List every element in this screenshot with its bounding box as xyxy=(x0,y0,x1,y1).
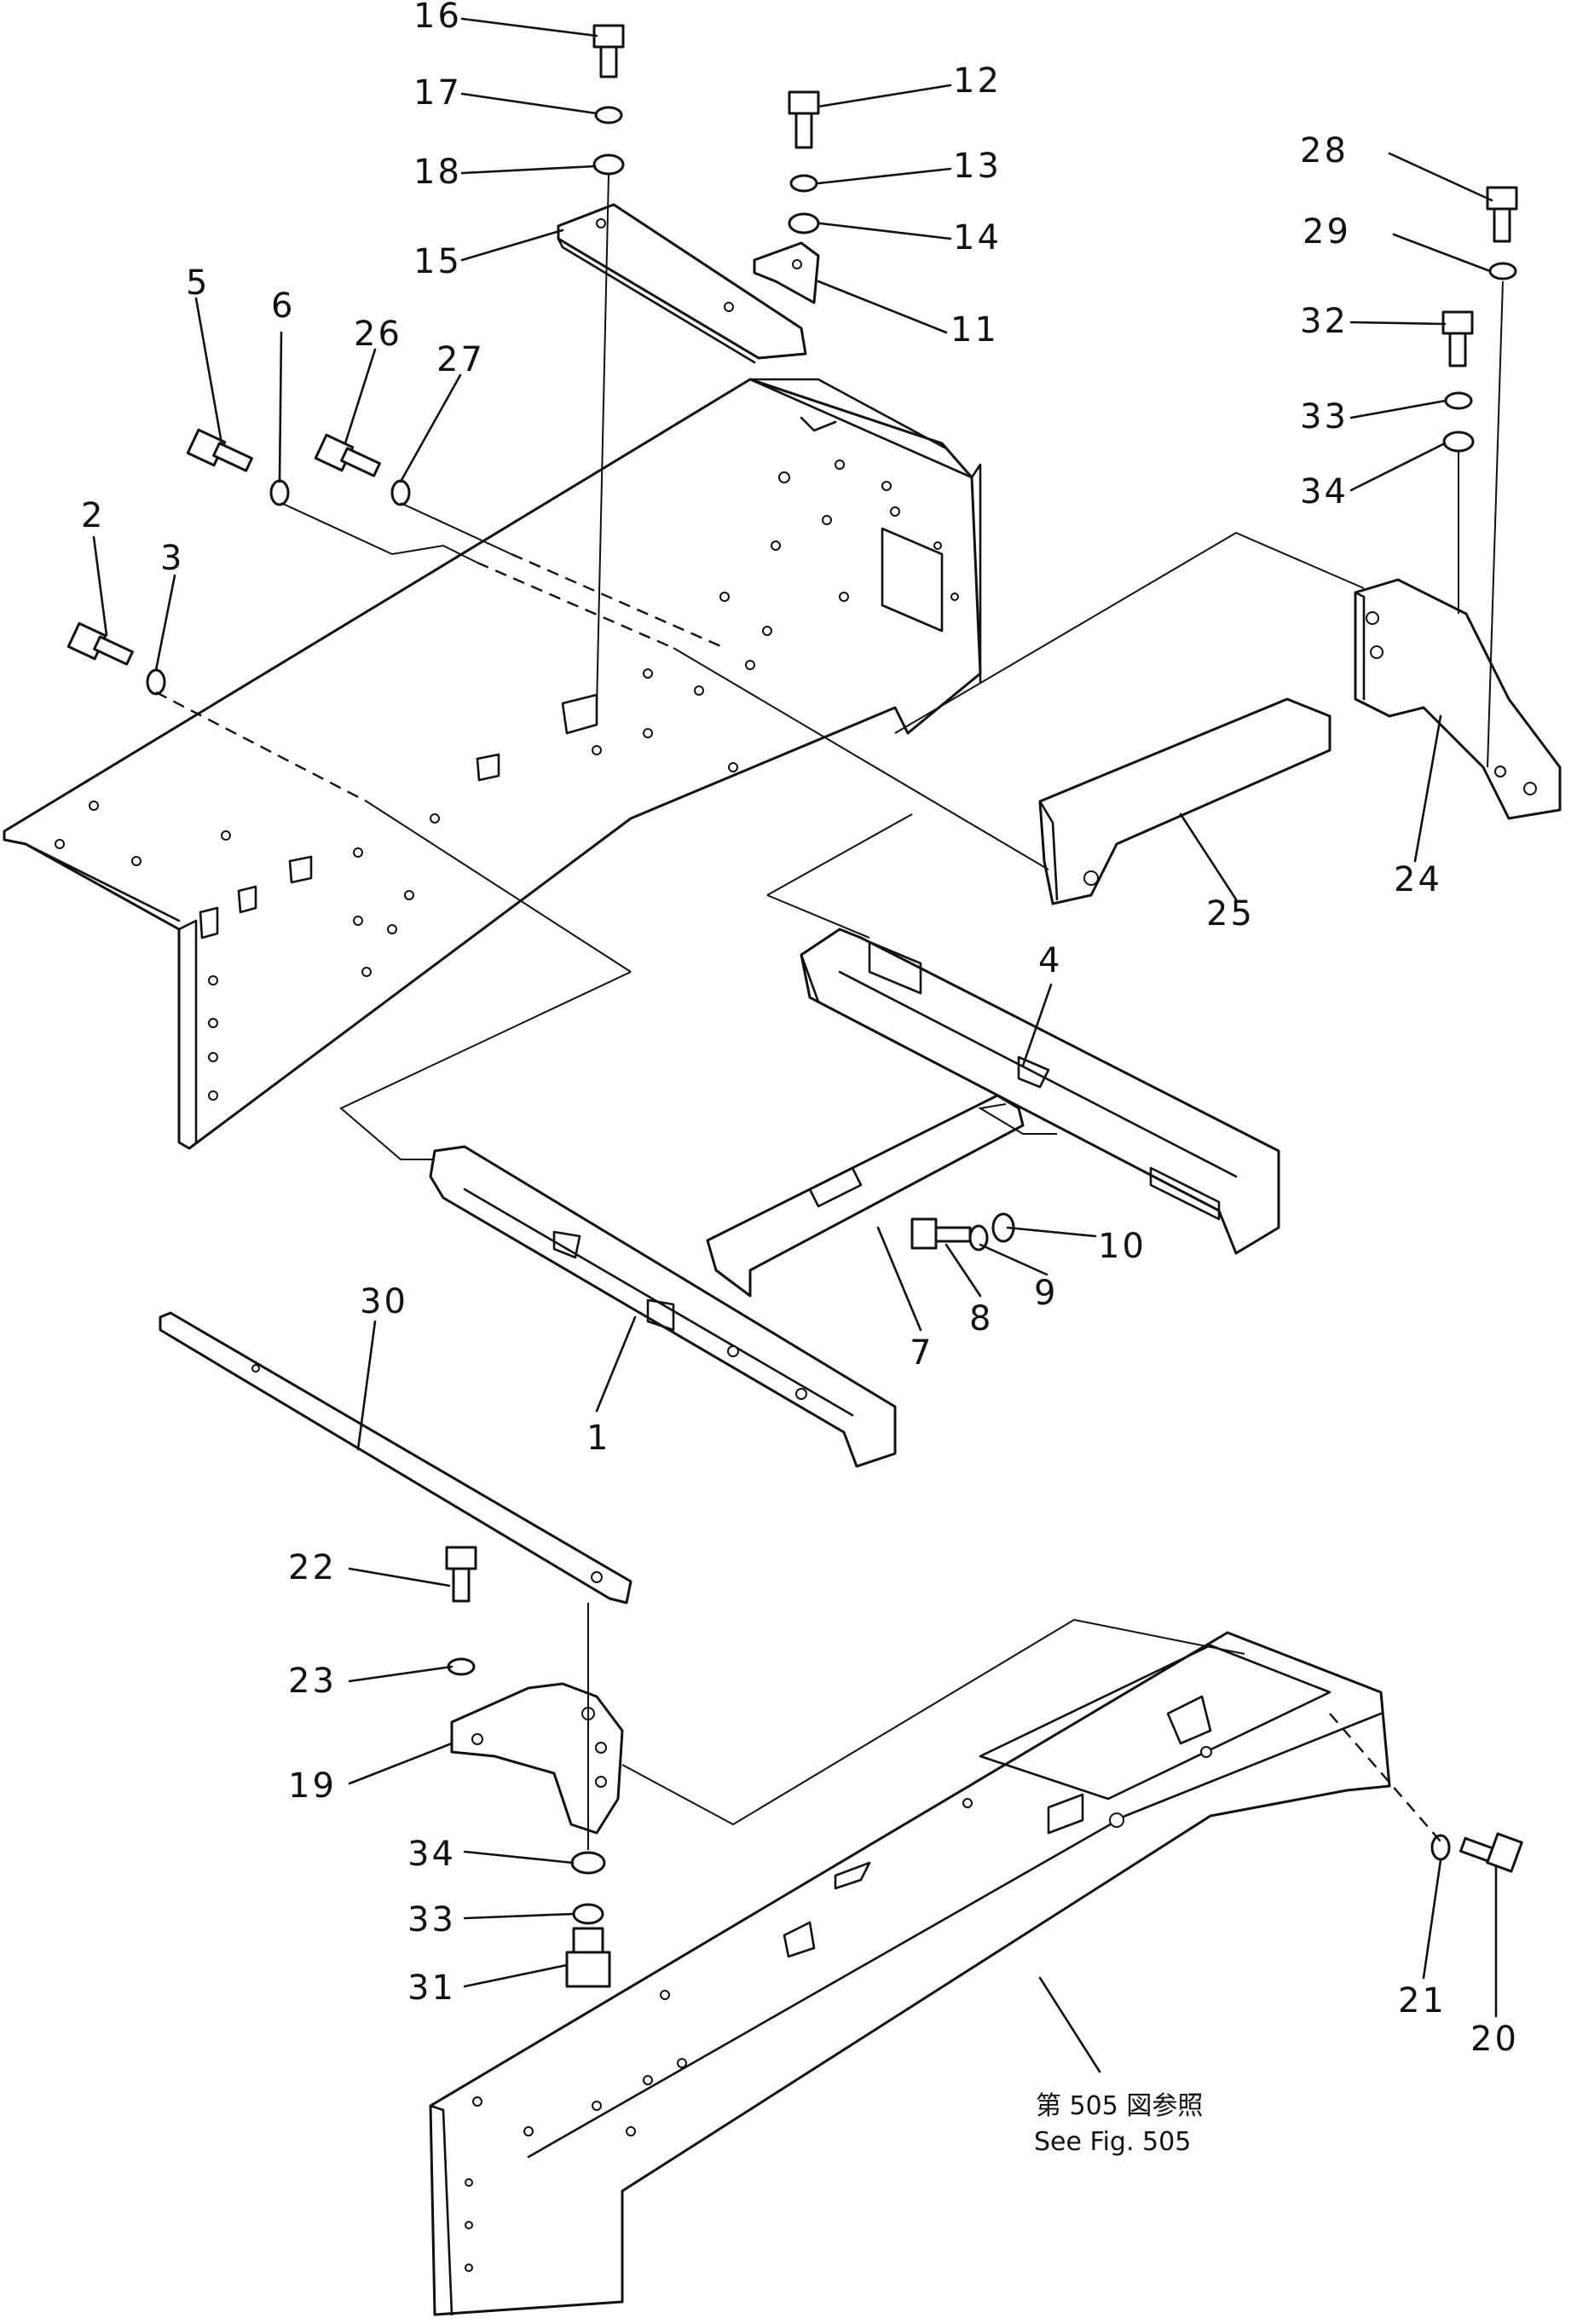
callout-19: 19 xyxy=(288,1766,337,1806)
bracket-19 xyxy=(450,1682,624,1835)
callout-23: 23 xyxy=(288,1662,337,1701)
callout-2: 2 xyxy=(81,496,105,535)
callout-21: 21 xyxy=(1398,1981,1447,2020)
callout-15: 15 xyxy=(413,242,462,281)
leader-lines xyxy=(92,17,1498,2073)
callout-7: 7 xyxy=(910,1333,933,1373)
callout-32: 32 xyxy=(1300,302,1349,341)
callout-6: 6 xyxy=(271,286,295,326)
support-25 xyxy=(1038,697,1331,905)
callout-8: 8 xyxy=(969,1299,993,1338)
callout-17: 17 xyxy=(413,73,462,113)
callout-28: 28 xyxy=(1300,131,1349,171)
crossmember-7 xyxy=(706,1094,1025,1298)
callout-26: 26 xyxy=(354,315,402,354)
callout-25: 25 xyxy=(1206,894,1255,934)
callout-13: 13 xyxy=(953,147,1002,186)
callout-22: 22 xyxy=(288,1548,337,1587)
callout-34-bottom: 34 xyxy=(407,1835,456,1874)
callout-11: 11 xyxy=(950,310,999,350)
crossmember-4 xyxy=(800,928,1280,1255)
callout-33-bottom: 33 xyxy=(407,1900,456,1940)
callout-14: 14 xyxy=(953,218,1002,257)
callout-30: 30 xyxy=(360,1282,408,1321)
lower-frame xyxy=(429,1631,1391,2316)
callout-33-top: 33 xyxy=(1300,397,1349,436)
fasteners xyxy=(66,24,1523,1988)
bracket-24 xyxy=(1354,578,1562,820)
reference-note-english: See Fig. 505 xyxy=(1034,2127,1191,2157)
callout-4: 4 xyxy=(1038,941,1062,980)
assembly-lines xyxy=(155,174,1504,1850)
callout-20: 20 xyxy=(1470,2020,1519,2059)
callout-16: 16 xyxy=(413,0,462,36)
callout-29: 29 xyxy=(1303,212,1351,251)
callout-labels: 16 17 18 15 12 13 14 11 28 29 32 33 34 5… xyxy=(81,0,1519,2059)
callout-5: 5 xyxy=(186,263,210,303)
upper-frame-body xyxy=(3,378,982,1150)
callout-3: 3 xyxy=(160,539,184,578)
callout-10: 10 xyxy=(1098,1227,1147,1266)
callout-1: 1 xyxy=(586,1419,610,1458)
callout-24: 24 xyxy=(1394,860,1442,899)
callout-34-top: 34 xyxy=(1300,472,1349,512)
callout-27: 27 xyxy=(436,340,485,379)
callout-18: 18 xyxy=(413,153,462,192)
crossmember-1 xyxy=(429,1145,897,1468)
callout-9: 9 xyxy=(1034,1274,1058,1313)
bar-30 xyxy=(159,1311,633,1604)
frame-holes xyxy=(55,460,959,1101)
callout-31: 31 xyxy=(407,1968,456,2008)
reference-note: 第 505 図参照 See Fig. 505 xyxy=(1034,2091,1203,2157)
callout-12: 12 xyxy=(953,61,1002,101)
bracket-11 xyxy=(753,241,820,304)
reference-note-japanese: 第 505 図参照 xyxy=(1036,2091,1203,2121)
bracket-15 xyxy=(557,203,807,364)
